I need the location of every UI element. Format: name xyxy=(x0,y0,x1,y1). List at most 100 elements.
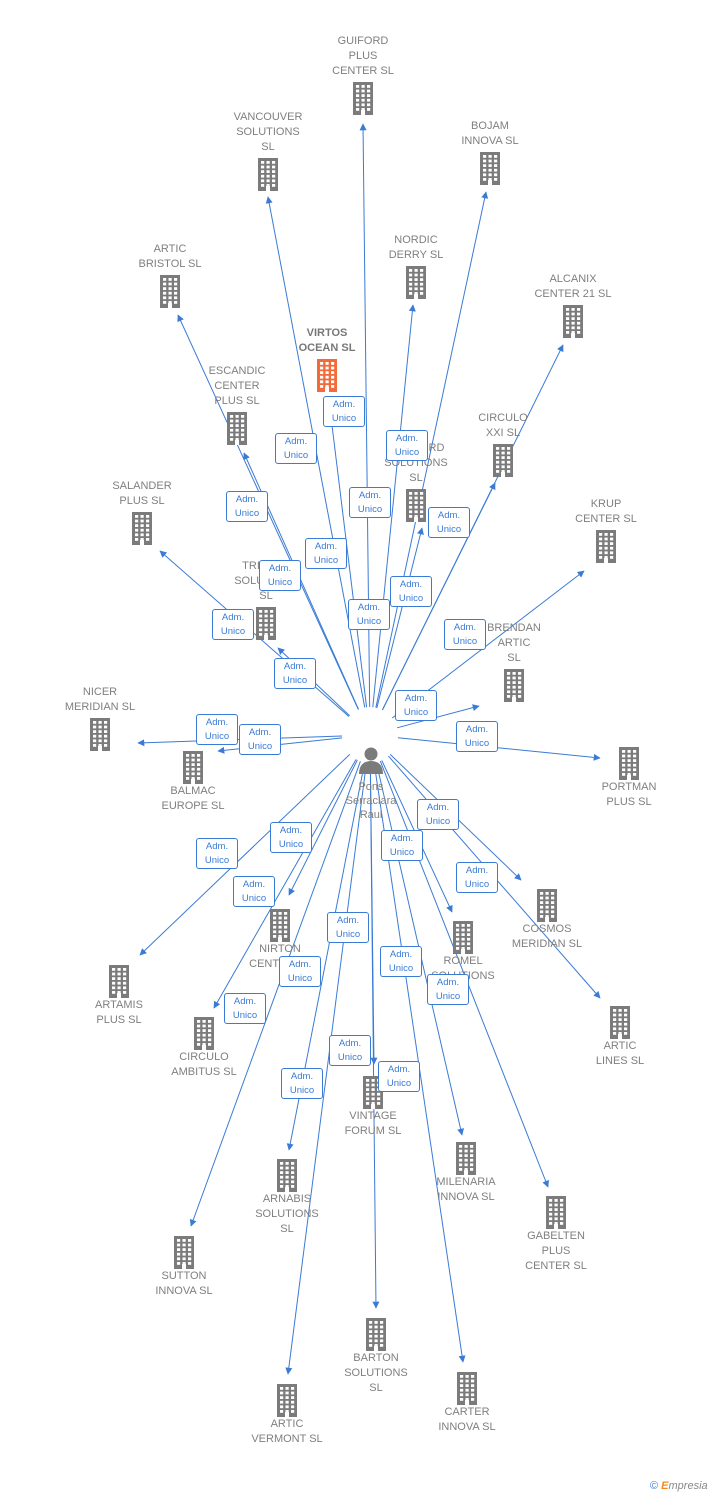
company-name: VINTAGE FORUM SL xyxy=(344,1110,402,1137)
relation-badge-circulo-ambitus[interactable]: Adm. Unico xyxy=(233,876,275,907)
relation-badge-carter[interactable]: Adm. Unico xyxy=(378,1061,420,1092)
company-name: ALCANIX CENTER 21 SL xyxy=(534,273,612,300)
relation-badge-concord[interactable]: Adm. Unico xyxy=(348,599,390,630)
edge-circulo-ambitus xyxy=(213,759,357,1009)
company-node-balmac[interactable]: BALMAC EUROPE SL xyxy=(138,748,248,814)
company-node-escandic[interactable]: ESCANDIC CENTER PLUS SL xyxy=(182,364,292,445)
building-icon xyxy=(317,359,337,392)
company-node-carter[interactable]: CARTER INNOVA SL xyxy=(412,1369,522,1435)
brand-logo[interactable]: Empresia xyxy=(661,1480,708,1492)
building-icon xyxy=(258,158,278,191)
relation-badge-krup[interactable]: Adm. Unico xyxy=(444,619,486,650)
company-name: NICER MERIDIAN SL xyxy=(64,686,136,713)
relation-badge-portman[interactable]: Adm. Unico xyxy=(456,721,498,752)
footer-credit: © Empresia xyxy=(650,1480,728,1498)
relation-badge-milenaria[interactable]: Adm. Unico xyxy=(380,946,422,977)
relation-badge-gabelten[interactable]: Adm. Unico xyxy=(427,974,469,1005)
company-name: GABELTEN PLUS CENTER SL xyxy=(525,1230,587,1272)
relation-badge-balmac[interactable]: Adm. Unico xyxy=(239,724,281,755)
edge-nordic xyxy=(372,304,416,708)
company-name: ESCANDIC CENTER PLUS SL xyxy=(208,365,266,407)
building-icon xyxy=(132,512,152,545)
company-name: BRENDAN ARTIC SL xyxy=(487,622,541,664)
company-node-vancouver[interactable]: VANCOUVER SOLUTIONS SL xyxy=(213,110,323,191)
relation-badge-artic-bristol[interactable]: Adm. Unico xyxy=(226,491,268,522)
relation-badge-romel[interactable]: Adm. Unico xyxy=(381,830,423,861)
company-node-circulo-xxi[interactable]: CIRCULO XXI SL xyxy=(448,411,558,477)
copyright-symbol: © xyxy=(650,1480,659,1492)
person-icon xyxy=(359,747,383,774)
company-node-artamis[interactable]: ARTAMIS PLUS SL xyxy=(64,962,174,1028)
company-node-cosmos[interactable]: COSMOS MERIDIAN SL xyxy=(492,886,602,952)
company-name: BARTON SOLUTIONS SL xyxy=(344,1352,408,1394)
company-node-brendan[interactable]: BRENDAN ARTIC SL xyxy=(459,621,569,702)
relation-badge-vintage[interactable]: Adm. Unico xyxy=(327,912,369,943)
relation-badge-alcanix[interactable]: Adm. Unico xyxy=(428,507,470,538)
relation-badge-circulo-xxi[interactable]: Adm. Unico xyxy=(390,576,432,607)
company-node-guiford[interactable]: GUIFORD PLUS CENTER SL xyxy=(308,34,418,115)
company-node-barton[interactable]: BARTON SOLUTIONS SL xyxy=(321,1315,431,1396)
building-icon xyxy=(456,1142,476,1175)
edge-portman xyxy=(397,737,601,761)
building-icon xyxy=(160,275,180,308)
relation-badge-brendan[interactable]: Adm. Unico xyxy=(395,690,437,721)
building-icon xyxy=(453,921,473,954)
company-name: ARTIC BRISTOL SL xyxy=(138,243,202,270)
relation-badge-nirton[interactable]: Adm. Unico xyxy=(270,822,312,853)
company-node-artic-lines[interactable]: ARTIC LINES SL xyxy=(565,1003,675,1069)
relation-badge-artic-lines[interactable]: Adm. Unico xyxy=(456,862,498,893)
building-icon xyxy=(270,909,290,942)
relation-badge-barton[interactable]: Adm. Unico xyxy=(329,1035,371,1066)
company-name: ARTIC VERMONT SL xyxy=(251,1418,323,1445)
relation-badge-bojam[interactable]: Adm. Unico xyxy=(386,430,428,461)
company-node-nordic[interactable]: NORDIC DERRY SL xyxy=(361,233,471,299)
relation-badge-cosmos[interactable]: Adm. Unico xyxy=(417,799,459,830)
building-icon xyxy=(256,607,276,640)
company-name: MILENARIA INNOVA SL xyxy=(436,1176,496,1203)
company-node-artic-bristol[interactable]: ARTIC BRISTOL SL xyxy=(115,242,225,308)
company-node-artic-vermont[interactable]: ARTIC VERMONT SL xyxy=(232,1381,342,1447)
person-name: Pons Serraclara Raul xyxy=(345,781,397,821)
company-node-nicer[interactable]: NICER MERIDIAN SL xyxy=(45,685,155,751)
edge-circulo-xxi xyxy=(381,482,496,711)
company-node-virtos[interactable]: VIRTOS OCEAN SL xyxy=(272,326,382,392)
building-icon xyxy=(619,747,639,780)
building-icon xyxy=(277,1159,297,1192)
relation-badge-nicer[interactable]: Adm. Unico xyxy=(196,714,238,745)
company-node-salander[interactable]: SALANDER PLUS SL xyxy=(87,479,197,545)
relation-badge-artic-vermont[interactable]: Adm. Unico xyxy=(281,1068,323,1099)
relation-badge-vancouver[interactable]: Adm. Unico xyxy=(275,433,317,464)
relation-badge-artamis[interactable]: Adm. Unico xyxy=(196,838,238,869)
company-name: GUIFORD PLUS CENTER SL xyxy=(332,35,394,77)
relation-badge-nordic[interactable]: Adm. Unico xyxy=(349,487,391,518)
relation-badge-tribeca[interactable]: Adm. Unico xyxy=(274,658,316,689)
company-node-milenaria[interactable]: MILENARIA INNOVA SL xyxy=(411,1139,521,1205)
relation-badge-arnabis[interactable]: Adm. Unico xyxy=(279,956,321,987)
person-node[interactable]: Pons Serraclara Raul xyxy=(335,745,407,822)
company-node-arnabis[interactable]: ARNABIS SOLUTIONS SL xyxy=(232,1156,342,1237)
edge-artic-vermont xyxy=(285,762,367,1375)
relation-badge-sutton[interactable]: Adm. Unico xyxy=(224,993,266,1024)
company-node-alcanix[interactable]: ALCANIX CENTER 21 SL xyxy=(518,272,628,338)
company-name: KRUP CENTER SL xyxy=(575,498,637,525)
edge-sutton xyxy=(189,761,361,1227)
relation-badge-salander[interactable]: Adm. Unico xyxy=(212,609,254,640)
building-icon xyxy=(406,266,426,299)
building-icon xyxy=(353,82,373,115)
company-node-krup[interactable]: KRUP CENTER SL xyxy=(551,497,661,563)
company-name: SALANDER PLUS SL xyxy=(112,480,172,507)
building-icon xyxy=(109,965,129,998)
edge-virtos xyxy=(327,408,368,708)
relation-badge-virtos[interactable]: Adm. Unico xyxy=(305,538,347,569)
company-name: SUTTON INNOVA SL xyxy=(155,1270,213,1297)
company-node-portman[interactable]: PORTMAN PLUS SL xyxy=(574,744,684,810)
company-node-gabelten[interactable]: GABELTEN PLUS CENTER SL xyxy=(501,1193,611,1274)
building-icon xyxy=(366,1318,386,1351)
company-node-sutton[interactable]: SUTTON INNOVA SL xyxy=(129,1233,239,1299)
relation-badge-guiford[interactable]: Adm. Unico xyxy=(323,396,365,427)
building-icon xyxy=(610,1006,630,1039)
relation-badge-escandic[interactable]: Adm. Unico xyxy=(259,560,301,591)
company-node-bojam[interactable]: BOJAM INNOVA SL xyxy=(435,119,545,185)
company-node-circulo-ambitus[interactable]: CIRCULO AMBITUS SL xyxy=(149,1014,259,1080)
